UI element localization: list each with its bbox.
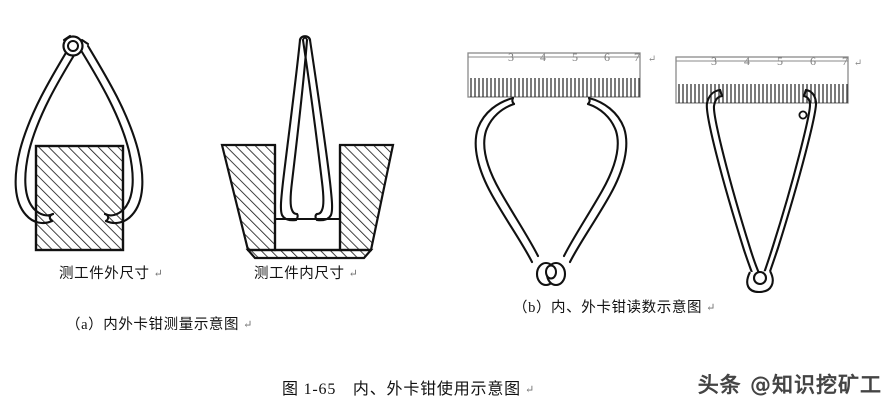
hatched-rectangle-workpiece [34,144,125,252]
ruler-right-number-6: 6 [810,54,816,68]
ruler-left-number-7: 7 [634,50,640,64]
ruler-left-number-5: 5 [572,50,578,64]
figure-caption-text: 图 1-65 内、外卡钳使用示意图 [282,381,521,398]
figure-caption: 图 1-65 内、外卡钳使用示意图↵ [282,375,535,399]
watermark: 头条 @知识挖矿工 [697,373,882,397]
ruler-right-pilcrow: ↵ [854,58,862,69]
ruler-left-number-4: 4 [540,50,546,64]
panel-b-caption-text: （b）内、外卡钳读数示意图 [513,300,703,316]
label-inside-measure: 测工件内尺寸↵ [254,262,358,283]
label-outside-measure: 测工件外尺寸↵ [59,262,163,283]
ruler-left-number-3: 3 [508,50,514,64]
ruler-right-number-5: 5 [777,54,783,68]
pilcrow-icon: ↵ [348,268,359,280]
inside-caliper-reading-icon [705,88,818,294]
ruler-left-ticks [470,78,640,97]
label-outside-measure-text: 测工件外尺寸 [59,266,150,282]
label-inside-measure-text: 测工件内尺寸 [254,266,345,282]
ruler-right-number-4: 4 [744,54,750,68]
inside-caliper-icon [279,35,334,222]
ruler-left-number-6: 6 [604,50,610,64]
ruler-right-ticks [678,84,848,103]
panel-a-caption: （a）内外卡钳测量示意图↵ [66,313,253,334]
pilcrow-icon: ↵ [243,319,253,331]
ruler-left-pilcrow: ↵ [648,54,656,65]
ruler-right-number-7: 7 [842,54,848,68]
ruler-left: 3 4 5 6 7 ↵ [467,50,656,98]
ruler-right-number-3: 3 [711,54,717,68]
pilcrow-icon: ↵ [524,384,535,396]
pivot-dot-icon [798,110,808,120]
hatched-trapezoid-slot-workpiece [220,143,395,260]
outside-caliper-reading-icon [474,96,628,287]
panel-b-caption: （b）内、外卡钳读数示意图↵ [513,296,716,317]
ruler-right: 3 4 5 6 7 ↵ [675,54,862,104]
pilcrow-icon: ↵ [706,302,716,314]
panel-a-caption-text: （a）内外卡钳测量示意图 [66,317,240,333]
pilcrow-icon: ↵ [153,268,164,280]
